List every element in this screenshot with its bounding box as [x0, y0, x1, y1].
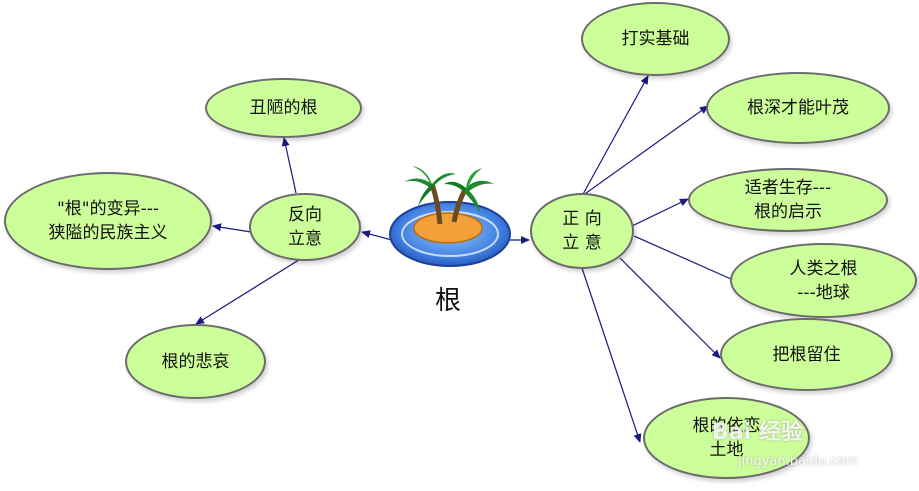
node-positive-intent-label: 正 向 立 意	[562, 209, 602, 253]
connector-arrow	[195, 257, 303, 325]
connector-arrow	[361, 230, 393, 241]
node-reverse-intent: 反向 立意	[249, 193, 361, 261]
node-positive-child-label: 人类之根 ---地球	[789, 258, 858, 303]
node-positive-intent: 正 向 立 意	[530, 193, 634, 269]
connector-arrow	[631, 198, 689, 227]
connector-arrow	[212, 223, 252, 233]
node-positive-child-label: 根深才能叶茂	[747, 98, 849, 118]
connector-arrow	[581, 267, 642, 443]
connector-arrow	[581, 75, 649, 197]
node-reverse-child-label: 根的悲哀	[161, 351, 230, 372]
center-label: 根	[435, 286, 462, 316]
node-reverse-child-label: 丑陋的根	[249, 98, 318, 118]
connector-arrow	[633, 235, 741, 284]
node-positive-child: 人类之根 ---地球	[730, 243, 917, 318]
palm-island-icon	[389, 166, 511, 267]
node-positive-child-label: 打实基础	[621, 29, 690, 49]
connector-arrow	[581, 105, 709, 197]
node-positive-child-label: 把根留住	[772, 344, 841, 365]
node-reverse-intent-label: 反向 立意	[288, 205, 322, 249]
node-reverse-child-label: "根"的变异--- 狭隘的民族主义	[48, 199, 168, 243]
connector-arrow	[281, 137, 297, 194]
node-reverse-child: 根的悲哀	[125, 324, 266, 399]
node-positive-child: 把根留住	[720, 318, 893, 391]
node-positive-child: 根的依恋 土地	[643, 397, 810, 479]
node-positive-child: 打实基础	[581, 2, 730, 76]
node-positive-child: 适者生存--- 根的启示	[688, 168, 888, 232]
node-reverse-child: "根"的变异--- 狭隘的民族主义	[4, 172, 212, 270]
watermark-url: jingyan.baidu.com	[738, 454, 858, 469]
watermark-logo: Bai 经验	[712, 420, 803, 445]
node-positive-child-label: 适者生存--- 根的启示	[744, 178, 832, 222]
node-positive-child: 根深才能叶茂	[706, 72, 890, 144]
connector-arrow	[619, 257, 721, 359]
node-positive-child-label: 根的依恋 土地	[692, 416, 761, 460]
node-reverse-child: 丑陋的根	[205, 78, 362, 138]
